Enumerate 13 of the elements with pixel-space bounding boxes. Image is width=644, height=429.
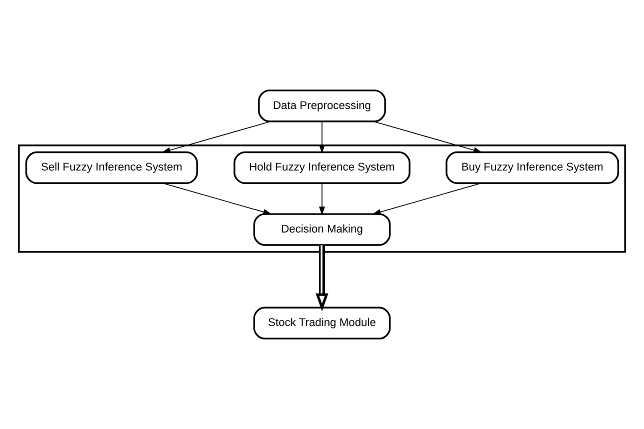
node-box: Sell Fuzzy Inference System: [25, 151, 198, 184]
arrow: [372, 120, 482, 154]
arrow: [318, 121, 326, 154]
arrow: [316, 245, 328, 312]
node-box: Decision Making: [253, 213, 391, 246]
arrow: [162, 182, 272, 215]
arrow: [372, 182, 482, 215]
node-box: Data Preprocessing: [258, 90, 386, 122]
node-box: Buy Fuzzy Inference System: [446, 151, 620, 184]
node-box: Hold Fuzzy Inference System: [234, 151, 410, 184]
arrow: [318, 182, 326, 216]
node-box: Stock Trading Module: [253, 306, 391, 340]
arrow: [162, 120, 272, 154]
